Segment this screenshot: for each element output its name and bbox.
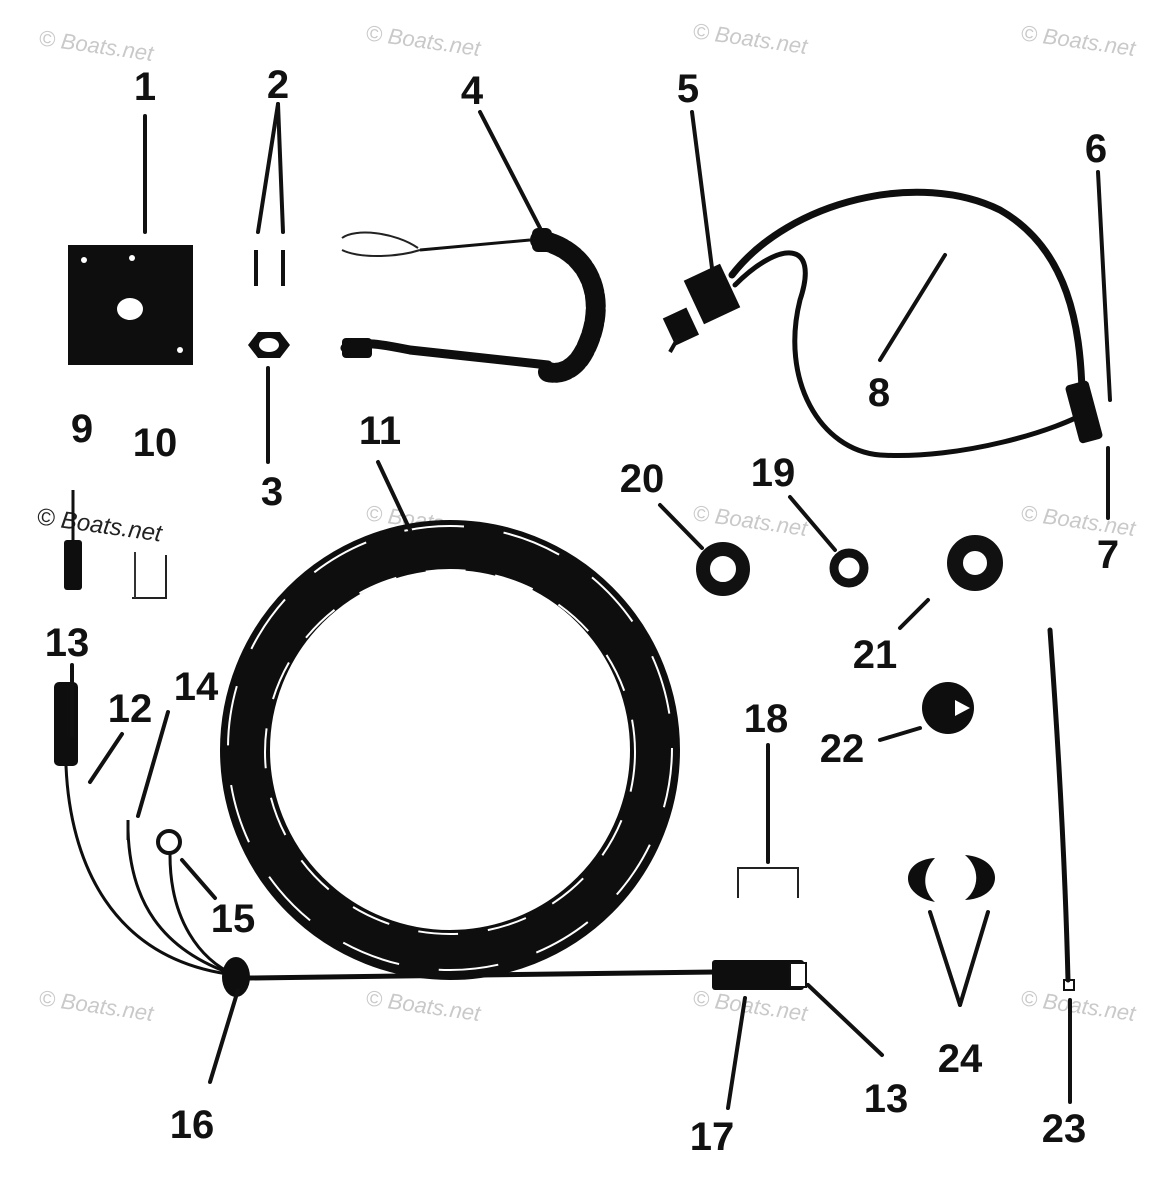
watermark: © Boats.net [364,20,483,61]
callout-12: 12 [108,687,153,731]
part-6-7-connector [1065,380,1103,444]
part-3-hex-nut [248,332,290,358]
part-5-switch [662,263,741,353]
callout-16: 16 [170,1103,215,1147]
watermark: © Boats.net [1019,500,1138,541]
part-22-grommet [922,682,974,734]
callout-20: 20 [620,457,665,501]
callout-22: 22 [820,727,865,771]
watermark: © Boats.net [1019,985,1138,1026]
callout-17: 17 [690,1115,735,1159]
part-24-split-grommet [907,855,995,902]
callout-14: 14 [174,665,219,709]
watermark: © Boats.net [691,18,810,59]
callout-4: 4 [461,69,484,113]
callout-6: 6 [1085,127,1107,171]
watermark: © Boats.net [35,503,165,547]
callout-11: 11 [359,409,401,453]
part-4-lanyard-clip [340,228,606,383]
callout-5: 5 [677,67,699,111]
part-18-decal [737,867,799,898]
part-21-washer [947,535,1003,591]
part-10-sleeve [132,552,167,599]
callout-10: 10 [133,421,178,465]
callout-8: 8 [868,371,890,415]
watermark: © Boats.net [691,985,810,1026]
watermark: © Boats.net [1019,20,1138,61]
callout-2: 2 [267,63,289,107]
callout-18: 18 [744,697,789,741]
part-19-washer [829,548,869,588]
watermark: © Boats.net [37,25,156,66]
callout-1: 1 [134,65,156,109]
part-11-harness-coil [220,520,680,980]
callout-23: 23 [1042,1107,1087,1151]
part-9-terminal-pin [64,490,82,590]
watermark: © Boats.net [37,985,156,1026]
part-20-washer [696,542,750,596]
part-8-wire-lead [728,188,1093,459]
harness-tails [54,682,807,997]
watermark: © Boats.net [691,500,810,541]
callout-13-top: 13 [45,621,90,665]
callout-3: 3 [261,470,283,514]
callout-19: 19 [751,451,796,495]
part-1-mounting-plate [68,245,193,365]
callout-13-bottom: 13 [864,1077,909,1121]
callout-9: 9 [71,407,93,451]
callout-labels: 1 2 3 4 5 6 7 8 9 10 11 12 13 13 14 15 1… [45,63,1119,1159]
leader-lines [70,102,1112,1110]
callout-15: 15 [211,897,256,941]
callout-24: 24 [938,1037,983,1081]
part-23-cable-tie [1047,627,1075,991]
part-2-screws [254,250,285,286]
watermark: © Boats.net [364,985,483,1026]
callout-7: 7 [1097,533,1119,577]
callout-21: 21 [853,633,898,677]
